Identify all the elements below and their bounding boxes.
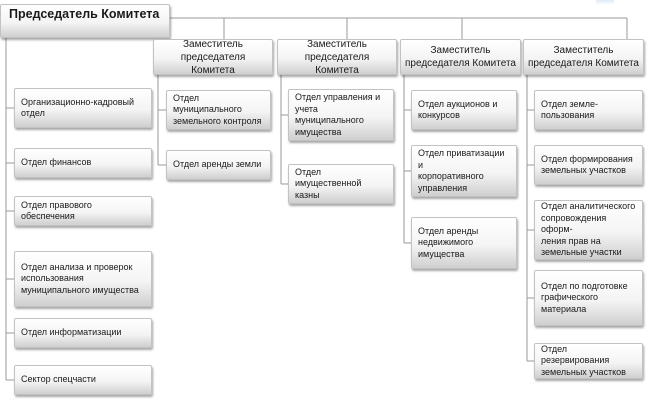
unit-box: Отдел земле- пользования [534,90,643,130]
unit-label: Отдел аукционов и конкурсов [418,98,498,121]
unit-box: Отдел аренды недвижимого имущества [411,217,517,269]
deputy-label: Заместитель председателя Комитета [528,45,639,69]
chairman-box: Председатель Комитета [0,4,170,38]
unit-label: Отдел анализа и проверок использования м… [21,261,139,295]
unit-box: Отдел имущественной казны [288,164,394,204]
unit-label: Отдел информатизации [21,327,122,338]
unit-label: Отдел земле- пользования [541,98,599,121]
unit-label: Отдел муниципального земельного контроля [173,92,262,126]
unit-box: Отдел аукционов и конкурсов [411,90,517,130]
direct-unit-box: Отдел анализа и проверок использования м… [14,251,152,307]
unit-label: Отдел финансов [21,157,92,168]
direct-unit-box: Организационно-кадровый отдел [14,88,152,128]
deputy-label: Заместитель председателя Комитета [180,39,246,75]
direct-unit-box: Отдел правового обеспечения [14,196,152,226]
deputy-box-4: Заместитель председателя Комитета [523,39,644,75]
unit-label: Отдел правового обеспечения [21,199,92,222]
unit-box: Отдел муниципального земельного контроля [166,90,271,130]
unit-box: Отдел по подготовке графического материа… [534,270,643,326]
unit-box: Отдел аренды земли [166,150,271,180]
chairman-label: Председатель Комитета [9,7,160,21]
unit-label: Отдел по подготовке графического материа… [541,280,628,314]
direct-unit-box: Отдел информатизации [14,318,152,348]
unit-label: Отдел приватизации и корпоративного упра… [418,148,505,193]
unit-box: Отдел приватизации и корпоративного упра… [411,145,517,197]
corner-decoration [596,0,614,5]
unit-box: Отдел управления и учета муниципального … [288,89,394,141]
unit-label: Сектор спецчасти [21,374,96,385]
deputy-label: Заместитель председателя Комитета [304,39,370,75]
unit-label: Отдел имущественной казны [295,166,362,200]
unit-box: Отдел резервирования земельных участков [534,343,643,379]
unit-label: Отдел формирования земельных участков [541,153,633,176]
direct-unit-box: Отдел финансов [14,148,152,178]
deputy-box-1: Заместитель председателя Комитета [153,39,273,75]
deputy-box-2: Заместитель председателя Комитета [277,39,397,75]
unit-label: Отдел резервирования земельных участков [541,343,626,377]
unit-label: Отдел аналитического сопровождения оформ… [541,201,636,258]
deputy-box-3: Заместитель председателя Комитета [400,39,521,75]
unit-box: Отдел формирования земельных участков [534,145,643,185]
deputy-label: Заместитель председателя Комитета [405,45,516,69]
unit-box: Отдел аналитического сопровождения оформ… [534,200,643,260]
unit-label: Отдел управления и учета муниципального … [295,92,381,137]
unit-label: Отдел аренды земли [173,159,262,170]
direct-unit-box: Сектор спецчасти [14,365,152,395]
unit-label: Организационно-кадровый отдел [21,96,135,119]
unit-label: Отдел аренды недвижимого имущества [418,225,479,259]
